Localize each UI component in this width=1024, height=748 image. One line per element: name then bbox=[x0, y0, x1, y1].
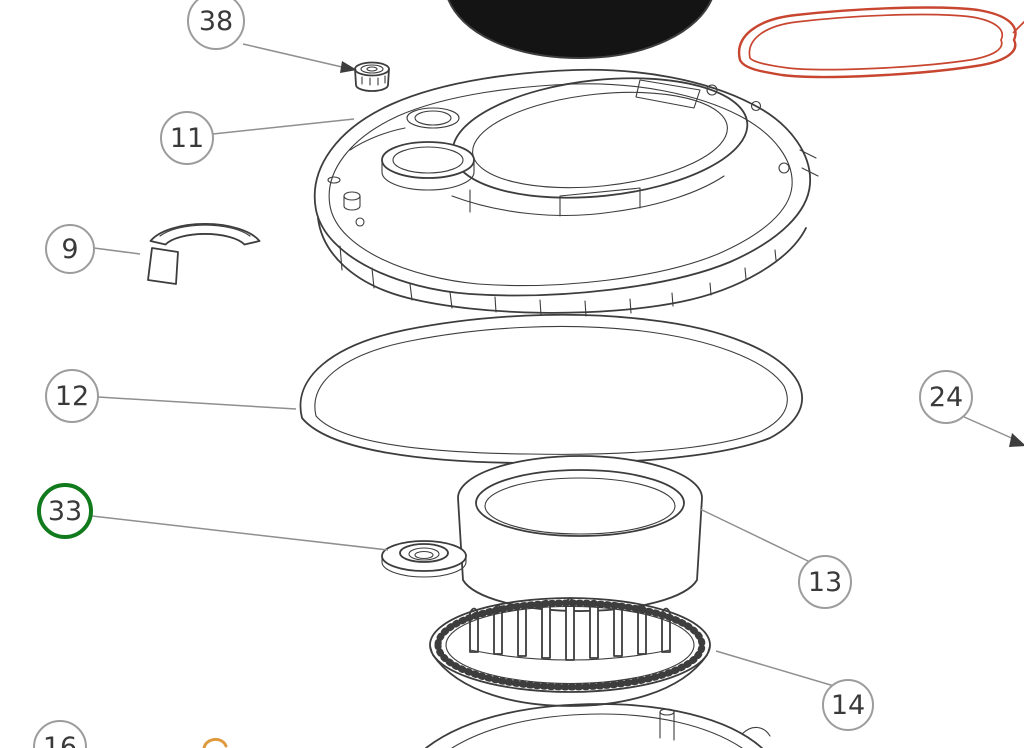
callout-11[interactable]: 11 bbox=[160, 111, 214, 165]
cap-part-38-drawing bbox=[354, 61, 390, 92]
callout-38-label: 38 bbox=[198, 5, 234, 37]
bottom-partial-part-drawing bbox=[202, 703, 771, 748]
callout-13-label: 13 bbox=[807, 566, 843, 598]
callout-24-label: 24 bbox=[928, 381, 964, 413]
callout-24[interactable]: 24 bbox=[919, 370, 973, 424]
bushing-part-33-drawing bbox=[381, 540, 467, 578]
callout-9-label: 9 bbox=[61, 233, 79, 265]
housing-cover-drawing bbox=[313, 68, 819, 317]
callout-12[interactable]: 12 bbox=[45, 369, 99, 423]
callout-9[interactable]: 9 bbox=[45, 224, 95, 274]
callout-11-label: 11 bbox=[169, 122, 205, 154]
drum-part-13-drawing bbox=[457, 455, 703, 612]
clip-part-9-drawing bbox=[147, 223, 261, 285]
seal-ring-red bbox=[737, 6, 1024, 79]
top-assembly-silhouette bbox=[447, 0, 713, 60]
callout-14-label: 14 bbox=[830, 689, 866, 721]
callout-13[interactable]: 13 bbox=[798, 555, 852, 609]
turbine-part-14-drawing bbox=[429, 597, 711, 707]
leader-lines bbox=[91, 43, 1024, 687]
callout-38[interactable]: 38 bbox=[187, 0, 245, 50]
callout-33-highlighted[interactable]: 33 bbox=[37, 483, 93, 539]
callout-12-label: 12 bbox=[54, 380, 90, 412]
callout-14[interactable]: 14 bbox=[822, 679, 874, 731]
callout-33-label: 33 bbox=[47, 495, 83, 527]
gasket-part-12-drawing bbox=[299, 313, 803, 465]
callout-16-label: 16 bbox=[42, 731, 78, 748]
